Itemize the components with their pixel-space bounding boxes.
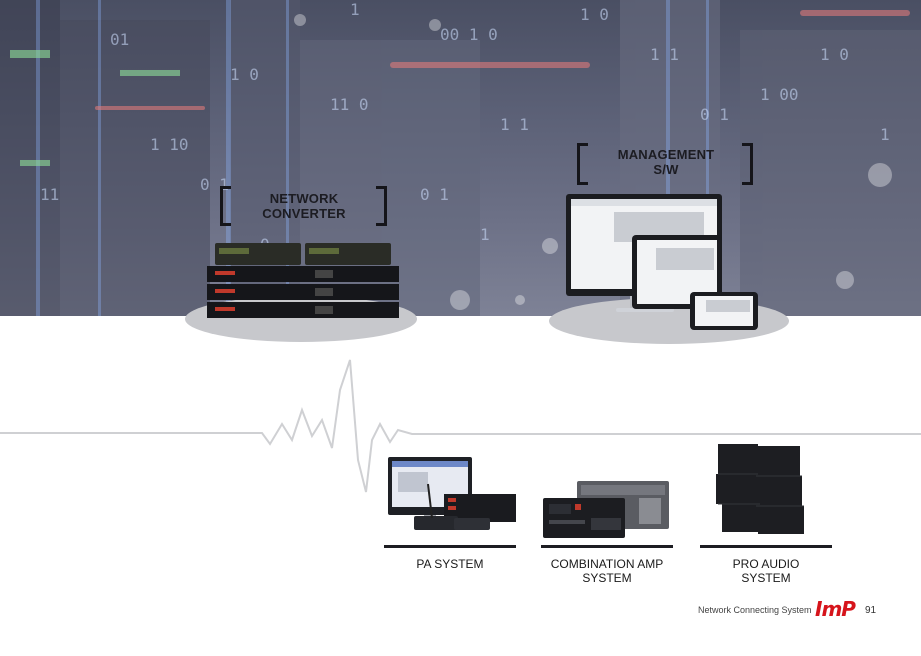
svg-text:00 1 0: 00 1 0: [440, 25, 498, 44]
svg-text:1: 1: [880, 125, 890, 144]
pro-audio-label: PRO AUDIO SYSTEM: [700, 557, 832, 585]
network-converter-label-line1: NETWORK: [269, 191, 339, 206]
svg-text:0 1: 0 1: [420, 185, 449, 204]
network-converter-left-bracket: [220, 186, 231, 226]
page-number: 91: [865, 605, 877, 616]
svg-text:11 0: 11 0: [330, 95, 369, 114]
pro-audio-label-line1: PRO AUDIO: [732, 557, 800, 571]
pa-system-label: PA SYSTEM: [384, 557, 516, 571]
svg-text:1 10: 1 10: [150, 135, 189, 154]
footer-caption: Network Connecting System: [698, 605, 812, 615]
svg-text:1 1: 1 1: [650, 45, 679, 64]
svg-text:01: 01: [110, 30, 129, 49]
pro-audio-label-line2: SYSTEM: [741, 571, 791, 585]
combination-amp-label: COMBINATION AMP SYSTEM: [541, 557, 673, 585]
svg-text:1 0: 1 0: [230, 65, 259, 84]
network-converter-device-image: [207, 243, 399, 318]
svg-text:1: 1: [350, 0, 360, 19]
svg-text:1 1: 1 1: [500, 115, 529, 134]
svg-text:1 0: 1 0: [820, 45, 849, 64]
pa-system-divider: [384, 545, 516, 548]
svg-text:11: 11: [40, 185, 59, 204]
pro-audio-speakers-image: [716, 444, 804, 534]
management-label-line2: S/W: [653, 162, 679, 177]
combination-amp-label-line1: COMBINATION AMP: [550, 557, 664, 571]
pa-system-image: [388, 457, 516, 530]
svg-text:1 00: 1 00: [760, 85, 799, 104]
svg-text:1: 1: [480, 225, 490, 244]
management-right-bracket: [742, 143, 753, 185]
signal-waveform: [0, 359, 921, 493]
management-label-line1: MANAGEMENT: [617, 147, 715, 162]
management-label: MANAGEMENT S/W: [596, 147, 736, 177]
combination-amp-label-line2: SYSTEM: [582, 571, 632, 585]
network-converter-label: NETWORK CONVERTER: [234, 191, 374, 221]
pa-system-label-line1: PA SYSTEM: [416, 557, 484, 571]
management-devices-image: [566, 194, 758, 330]
combination-amp-image: [543, 481, 669, 538]
svg-text:0 1: 0 1: [700, 105, 729, 124]
network-converter-label-line2: CONVERTER: [262, 206, 346, 221]
pro-audio-divider: [700, 545, 832, 548]
network-converter-right-bracket: [376, 186, 387, 226]
svg-text:1 0: 1 0: [580, 5, 609, 24]
combination-amp-divider: [541, 545, 673, 548]
management-left-bracket: [577, 143, 588, 185]
imp-brand-logo: ImP: [815, 597, 856, 621]
